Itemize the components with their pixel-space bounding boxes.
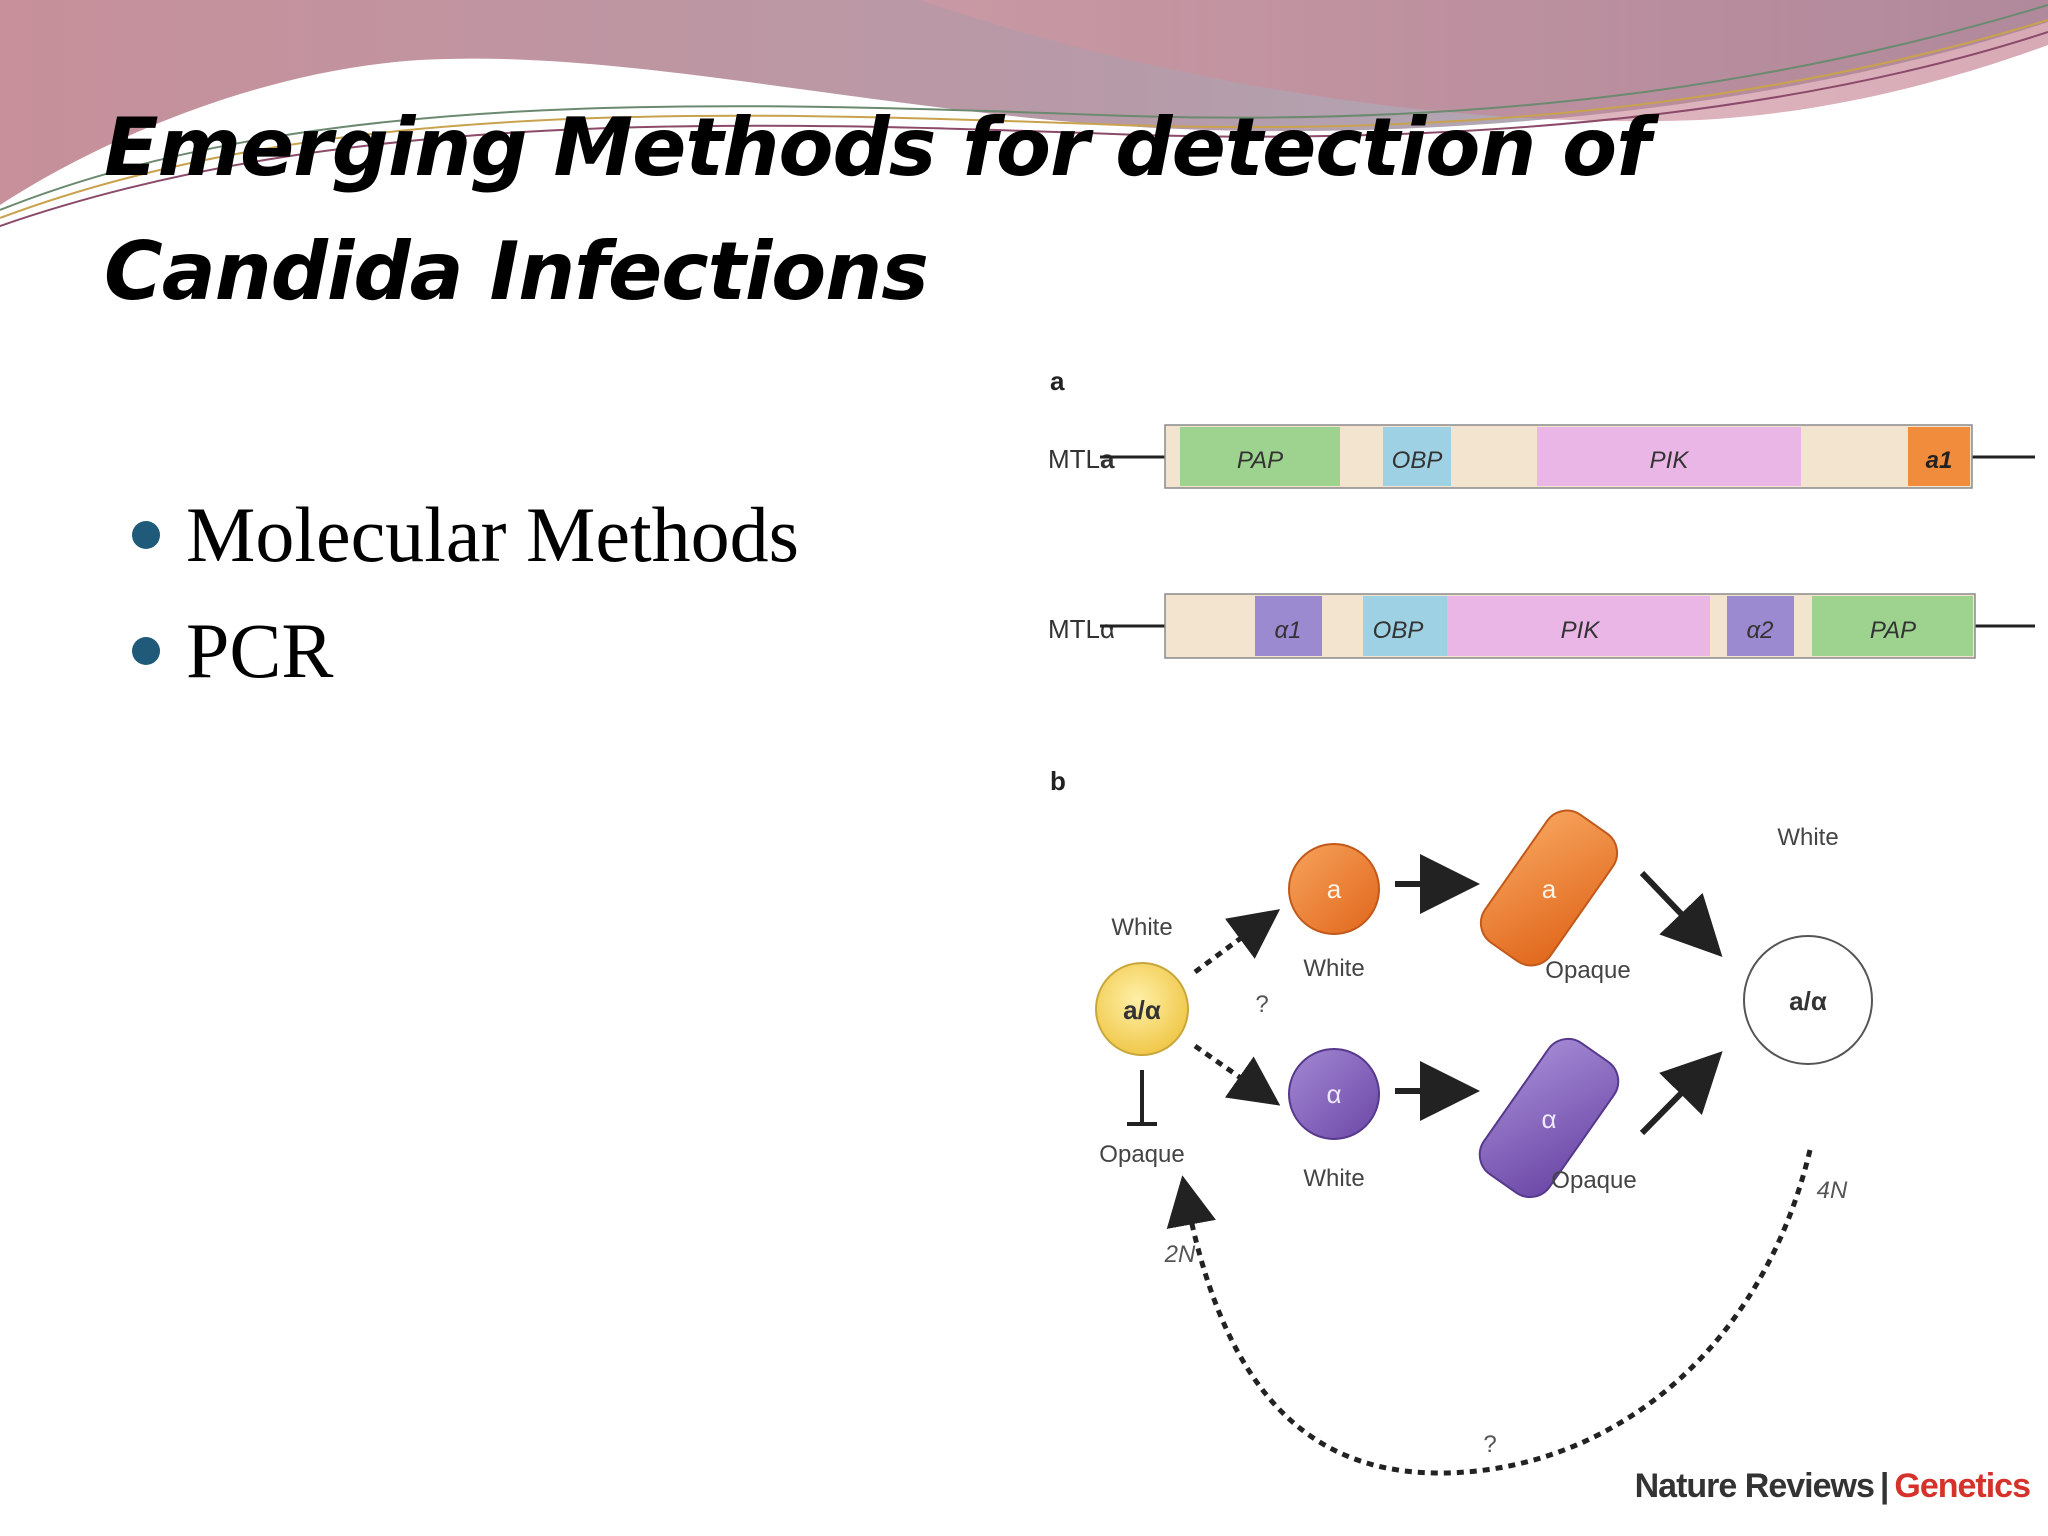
alpha-white-cell-label: α xyxy=(1326,1079,1341,1109)
bullet-text: Molecular Methods xyxy=(186,491,800,578)
mtlalpha-pik-block xyxy=(1447,596,1710,656)
panel-b-label: b xyxy=(1050,766,1066,796)
journal-credit: Nature Reviews|Genetics xyxy=(1635,1467,2030,1505)
question-mark-bottom: ? xyxy=(1483,1431,1496,1458)
mtlalpha-gene-pik: PIK xyxy=(1561,617,1601,644)
diploid-white-caption: White xyxy=(1111,914,1172,941)
a-opaque-cell xyxy=(1479,809,1619,967)
alpha-opaque-cell-label: α xyxy=(1541,1104,1556,1134)
mtlalpha-obp-block xyxy=(1363,596,1447,656)
mtla-a1-block xyxy=(1908,427,1970,486)
mtlalpha-gene-alpha1: α1 xyxy=(1274,617,1301,644)
swoosh-line-3 xyxy=(0,31,2048,227)
alpha-white-caption: White xyxy=(1303,1165,1364,1192)
alpha-opaque-caption: Opaque xyxy=(1551,1167,1636,1194)
a-opaque-caption: Opaque xyxy=(1545,957,1630,984)
mtla-gene-pik: PIK xyxy=(1650,447,1690,474)
mtla-gene-a1: a1 xyxy=(1926,447,1953,474)
tetraploid-white-caption: White xyxy=(1777,824,1838,851)
arrow-alpha-opaque-to-tetraploid xyxy=(1639,1051,1723,1136)
swoosh-line-1 xyxy=(0,4,2048,211)
mtlalpha-pap-block xyxy=(1812,596,1973,656)
label-2n: 2N xyxy=(1164,1241,1196,1268)
mtla-obp-block xyxy=(1383,427,1451,486)
tetraploid-cell xyxy=(1743,935,1873,1065)
dashed-arrow-to-a xyxy=(1193,909,1281,975)
swoosh-white-wave xyxy=(0,40,2048,250)
label-4n: 4N xyxy=(1817,1177,1848,1204)
mtlalpha-label: MTLα xyxy=(1048,614,1115,644)
bullet-dot xyxy=(132,521,160,549)
mtl-locus-mating-diagram: a MTLa PAP OBP PIK a1 MTLα α1 OBP PIK α2… xyxy=(1048,366,2035,1505)
a-white-cell-label: a xyxy=(1327,874,1342,904)
bullet-item: PCR xyxy=(132,601,799,717)
mtla-label: MTLa xyxy=(1048,444,1115,474)
mtla-pap-block xyxy=(1180,427,1340,486)
diploid-cell-label: a/α xyxy=(1123,995,1161,1025)
a-white-cell xyxy=(1288,843,1380,935)
mtla-pik-block xyxy=(1537,427,1801,486)
swoosh-line-2 xyxy=(0,19,2048,219)
mtlalpha-gene-pap: PAP xyxy=(1870,617,1916,644)
bullet-text: PCR xyxy=(186,607,334,694)
question-mark-left: ? xyxy=(1255,991,1268,1018)
diploid-opaque-caption: Opaque xyxy=(1099,1141,1184,1168)
alpha-opaque-cell xyxy=(1478,1037,1620,1199)
title-line-2: Candida Infections xyxy=(104,225,929,318)
bullet-item: Molecular Methods xyxy=(132,485,799,601)
mtlalpha-alpha2-block xyxy=(1727,596,1794,656)
a-white-caption: White xyxy=(1303,955,1364,982)
mtla-gene-pap: PAP xyxy=(1237,447,1283,474)
a-opaque-cell-label: a xyxy=(1542,874,1557,904)
dashed-return-arc xyxy=(1166,1149,1813,1476)
swoosh-right-accent xyxy=(920,0,2048,122)
mtla-gene-obp: OBP xyxy=(1392,447,1443,474)
panel-a-label: a xyxy=(1050,366,1065,396)
mtlalpha-gene-obp: OBP xyxy=(1373,617,1424,644)
mtlalpha-alpha1-block xyxy=(1255,596,1322,656)
mtla-locus-bar xyxy=(1164,424,1973,489)
dashed-arrow-to-alpha xyxy=(1193,1043,1281,1106)
mtlalpha-locus-bar xyxy=(1164,593,1976,659)
title-line-1: Emerging Methods for detection of xyxy=(104,101,1651,194)
slide-title: Emerging Methods for detection of Candid… xyxy=(104,86,1664,334)
mtlalpha-gene-alpha2: α2 xyxy=(1746,617,1773,644)
tetraploid-cell-label: a/α xyxy=(1789,986,1827,1016)
diploid-yellow-cell xyxy=(1095,962,1189,1056)
bullet-dot xyxy=(132,637,160,665)
arrow-a-opaque-to-tetraploid xyxy=(1639,870,1723,957)
alpha-white-cell xyxy=(1288,1048,1380,1140)
bullet-list: Molecular Methods PCR xyxy=(132,485,799,717)
